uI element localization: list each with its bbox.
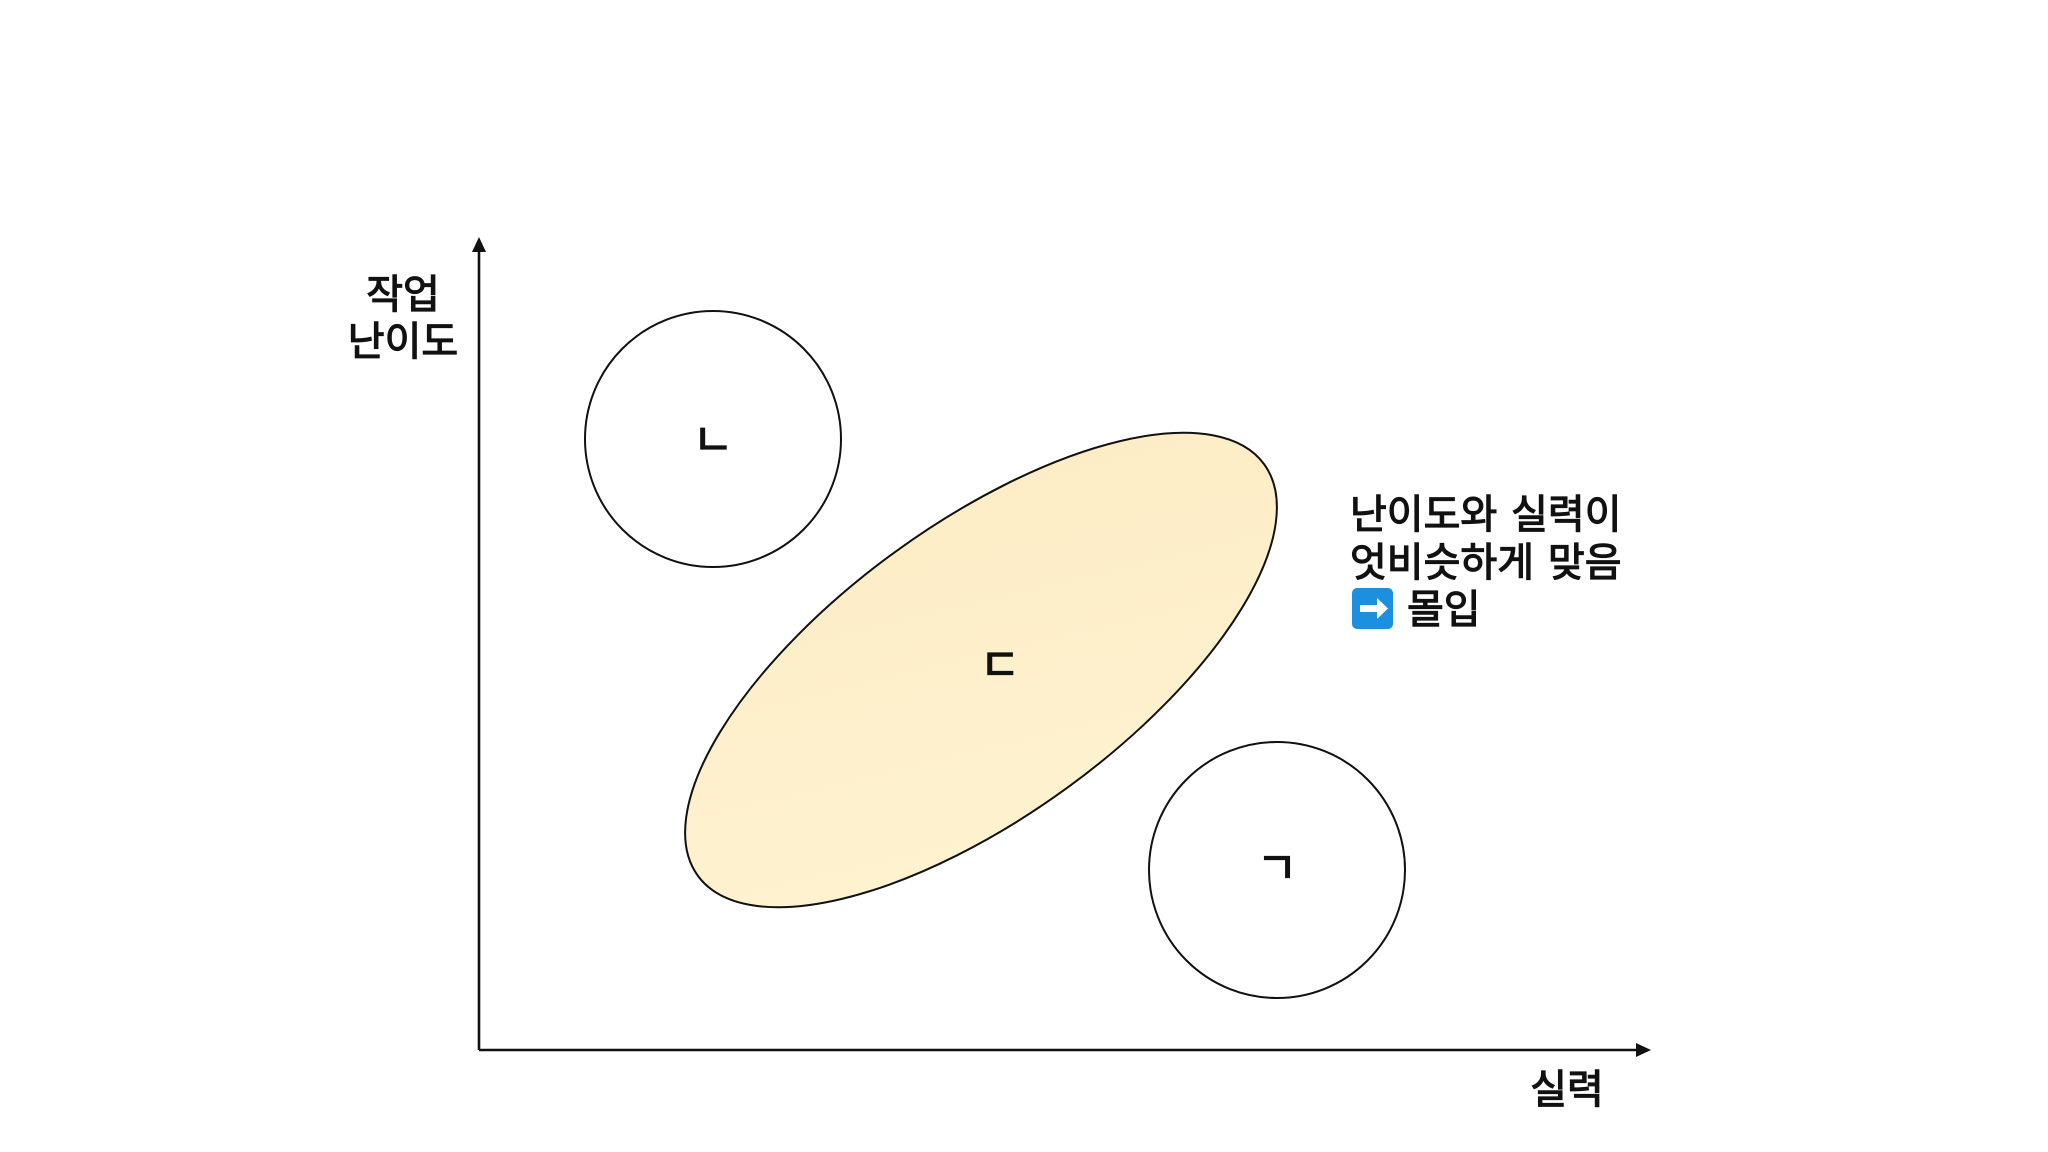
- top-left-label: ㄴ: [693, 415, 733, 466]
- bottom-right-label: ㄱ: [1257, 843, 1297, 894]
- bottom-right-circle: [1148, 741, 1406, 999]
- x-axis-arrowhead: [1636, 1043, 1651, 1057]
- note-line-2: 엇비슷하게 맞음: [1350, 540, 1622, 586]
- top-left-circle: [584, 310, 842, 568]
- note-line-1: 난이도와 실력이: [1350, 492, 1622, 538]
- y-axis-arrowhead: [472, 237, 486, 252]
- y-axis-label-line2: 난이도: [348, 319, 458, 365]
- right-arrow-icon: [1352, 588, 1393, 629]
- center-label: ㄷ: [980, 640, 1020, 691]
- flow-ellipse: [684, 431, 1278, 909]
- note-line-3: 몰입: [1407, 587, 1481, 633]
- x-axis-label: 실력: [1530, 1067, 1604, 1113]
- y-axis-label-line1: 작업: [366, 272, 440, 318]
